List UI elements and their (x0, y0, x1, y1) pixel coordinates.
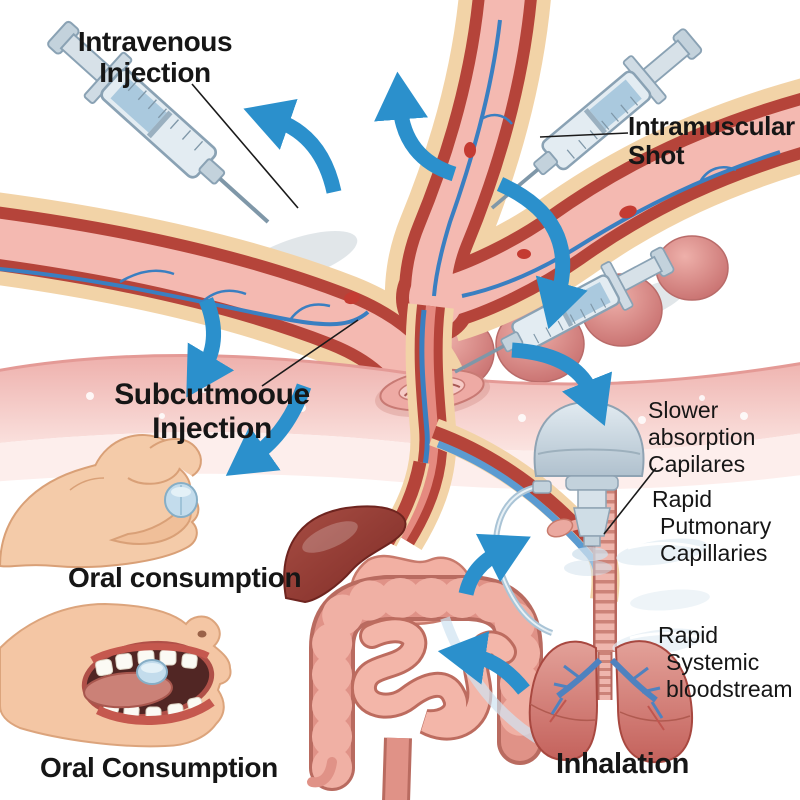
hand-with-pill-illustration (0, 434, 202, 569)
flow-arrow-icon (243, 98, 342, 194)
label-oral-consumption-bottom: Oral Consumption (40, 752, 278, 783)
leader-line (191, 83, 299, 209)
label-inhalation: Inhalation (556, 748, 689, 780)
flow-arrow-icon (511, 342, 613, 427)
leader-line (539, 132, 629, 138)
lungs-illustration (440, 616, 694, 764)
flow-arrow-icon (437, 631, 530, 695)
label-intravenous-injection: Intravenous Injection (77, 26, 233, 89)
flow-arrow-icon (458, 533, 531, 596)
leader-line (261, 319, 359, 387)
label-rapid-pulmonary-capillaries: Rapid Putmonary Capillaries (652, 486, 772, 567)
air-wisps (612, 538, 710, 656)
label-intramuscular-shot: Intramuscular Shot (628, 111, 795, 171)
flow-arrows (186, 71, 613, 695)
label-subcutaneous-injection: Subcutmooue Injection (114, 378, 310, 445)
label-rapid-systemic-bloodstream: Rapid Systemic bloodstream (658, 622, 793, 703)
mouth-illustration (0, 602, 232, 748)
leader-lines (191, 83, 657, 535)
label-slower-absorption-capillaries: Slower absorption Capilares (648, 397, 756, 478)
flow-arrow-icon (186, 297, 235, 398)
spray-mist (564, 547, 612, 576)
leader-line (603, 467, 657, 535)
liver-illustration (283, 460, 430, 604)
bronchial-tree (549, 657, 665, 731)
flow-arrow-icon (225, 383, 312, 476)
label-oral-consumption-top: Oral consumption (68, 562, 302, 593)
flow-arrow-icon (496, 177, 588, 330)
flow-arrow-icon (374, 71, 457, 182)
